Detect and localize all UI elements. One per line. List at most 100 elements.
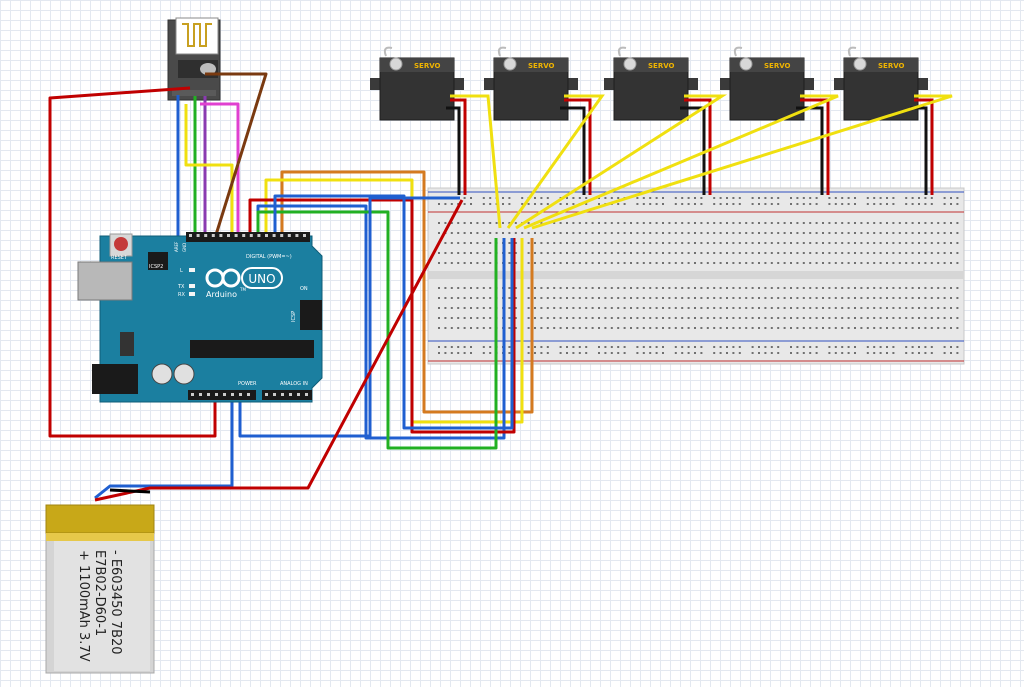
terminal-hole [886, 262, 888, 264]
terminal-hole [572, 317, 575, 319]
terminal-hole [598, 252, 600, 254]
terminal-hole [534, 262, 536, 264]
terminal-hole [892, 327, 895, 329]
terminal-hole [630, 297, 632, 299]
servo-ground-wire [796, 106, 824, 195]
terminal-hole [649, 262, 652, 264]
terminal-hole [956, 242, 959, 244]
terminal-hole [905, 222, 908, 224]
terminal-hole [732, 262, 735, 264]
terminal-hole [828, 317, 831, 319]
terminal-hole [726, 307, 728, 309]
terminal-hole [841, 252, 844, 254]
rail-hole [438, 352, 440, 354]
rail-hole [719, 346, 722, 348]
terminal-hole [790, 297, 792, 299]
terminal-hole [828, 262, 831, 264]
arduino-brand-text: Arduino [206, 290, 237, 299]
rail-hole [790, 197, 792, 199]
digital-pin [303, 234, 306, 237]
terminal-hole [457, 242, 460, 244]
terminal-hole [726, 317, 728, 319]
terminal-hole [706, 262, 709, 264]
servo-power-wire [450, 98, 467, 195]
rail-hole [559, 352, 562, 354]
terminal-hole [694, 242, 696, 244]
terminal-hole [463, 252, 466, 254]
terminal-hole [738, 232, 741, 234]
rail-hole [681, 203, 684, 205]
terminal-hole [790, 242, 792, 244]
rail-hole [956, 352, 959, 354]
rail-hole [713, 352, 716, 354]
terminal-hole [457, 307, 460, 309]
rail-hole [521, 197, 524, 199]
terminal-hole [918, 262, 920, 264]
rail-hole [802, 352, 805, 354]
digital-pin [227, 234, 230, 237]
terminal-hole [476, 327, 479, 329]
terminal-hole [649, 327, 652, 329]
servo-arm [497, 46, 507, 57]
rail-hole [796, 352, 799, 354]
terminal-hole [879, 262, 882, 264]
terminal-hole [815, 242, 818, 244]
terminal-hole [706, 317, 709, 319]
terminal-hole [450, 297, 453, 299]
servo-label: SERVO [528, 62, 555, 70]
rail-hole [649, 203, 652, 205]
terminal-hole [655, 317, 658, 319]
terminal-hole [655, 297, 658, 299]
terminal-hole [751, 317, 754, 319]
terminal-hole [815, 222, 818, 224]
rail-hole [732, 346, 735, 348]
terminal-hole [802, 222, 805, 224]
terminal-hole [578, 307, 581, 309]
terminal-hole [566, 242, 568, 244]
terminal-hole [476, 297, 479, 299]
terminal-hole [521, 232, 524, 234]
servo-label: SERVO [414, 62, 441, 70]
rail-hole [604, 346, 607, 348]
terminal-hole [482, 232, 485, 234]
terminal-hole [905, 252, 908, 254]
terminal-hole [937, 262, 940, 264]
rail-hole [687, 203, 690, 205]
lipo-battery [45, 504, 155, 674]
terminal-hole [527, 327, 530, 329]
terminal-hole [649, 252, 652, 254]
terminal-hole [834, 307, 837, 309]
terminal-hole [886, 242, 888, 244]
rail-hole [674, 346, 677, 348]
terminal-hole [777, 262, 780, 264]
terminal-hole [598, 242, 600, 244]
terminal-hole [578, 327, 581, 329]
terminal-hole [783, 262, 786, 264]
rail-hole [623, 203, 626, 205]
rail-hole [655, 203, 658, 205]
rail-hole [873, 352, 876, 354]
terminal-hole [598, 222, 600, 224]
terminal-hole [930, 317, 933, 319]
rail-hole [585, 203, 588, 205]
terminal-hole [623, 222, 626, 224]
terminal-hole [527, 307, 530, 309]
terminal-hole [905, 232, 908, 234]
rail-hole [527, 203, 530, 205]
terminal-hole [450, 232, 453, 234]
terminal-hole [681, 307, 684, 309]
terminal-hole [790, 232, 792, 234]
rail-hole [758, 203, 760, 205]
rail-hole [770, 197, 773, 199]
terminal-hole [630, 317, 632, 319]
terminal-hole [770, 297, 773, 299]
terminal-hole [572, 242, 575, 244]
rail-hole [598, 203, 600, 205]
rail-hole [918, 346, 920, 348]
rail-hole [598, 352, 600, 354]
terminal-hole [527, 242, 530, 244]
terminal-hole [572, 327, 575, 329]
terminal-hole [617, 222, 620, 224]
terminal-hole [553, 252, 556, 254]
